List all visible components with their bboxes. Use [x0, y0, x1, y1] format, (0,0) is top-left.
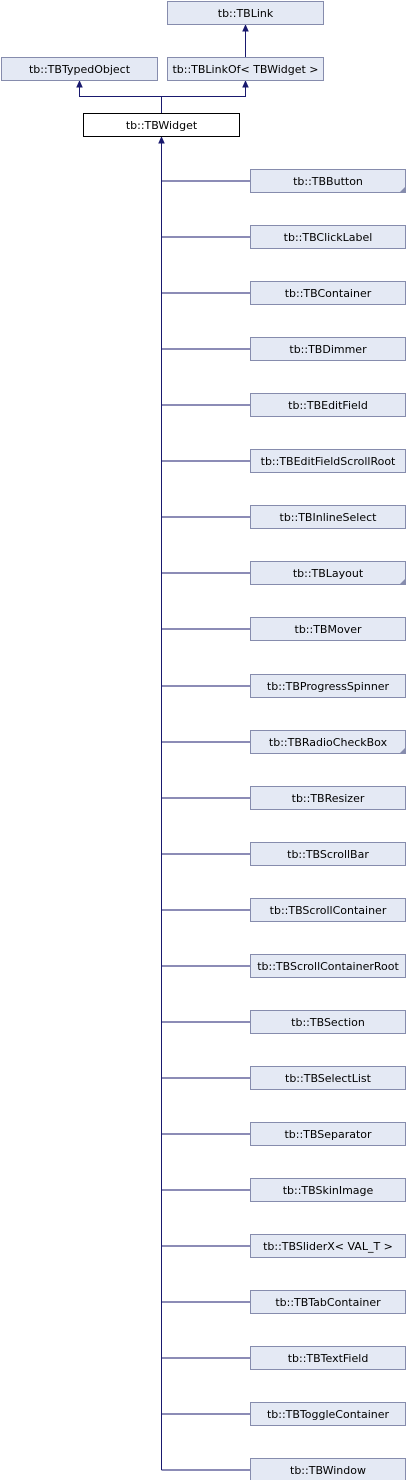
- class-node-tbmover[interactable]: tb::TBMover: [250, 617, 406, 641]
- class-label: tb::TBSection: [291, 1016, 365, 1029]
- class-label: tb::TBRadioCheckBox: [269, 736, 388, 749]
- class-label: tb::TBTabContainer: [275, 1296, 381, 1309]
- class-node-tbinlineselect[interactable]: tb::TBInlineSelect: [250, 505, 406, 529]
- class-node-tbwindow[interactable]: tb::TBWindow: [250, 1458, 406, 1480]
- class-label: tb::TBMover: [295, 623, 362, 636]
- class-label: tb::TBScrollContainerRoot: [257, 960, 399, 973]
- class-label: tb::TBScrollContainer: [270, 904, 387, 917]
- class-box: [250, 786, 406, 810]
- class-label: tb::TBSeparator: [284, 1128, 372, 1141]
- class-box: [250, 337, 406, 361]
- more-children-marker: [399, 186, 406, 193]
- class-box: [250, 449, 406, 473]
- class-node-tbresizer[interactable]: tb::TBResizer: [250, 786, 406, 810]
- class-node-tbscrollcontainer[interactable]: tb::TBScrollContainer: [250, 898, 406, 922]
- class-box: [250, 1458, 406, 1480]
- class-box: [250, 281, 406, 305]
- class-box: [250, 1066, 406, 1090]
- class-box: [250, 505, 406, 529]
- class-node-tbcontainer[interactable]: tb::TBContainer: [250, 281, 406, 305]
- class-label: tb::TBSliderX< VAL_T >: [263, 1240, 393, 1253]
- class-box: [250, 617, 406, 641]
- class-box: [1, 57, 158, 81]
- class-label: tb::TBContainer: [285, 287, 372, 300]
- class-box: [167, 1, 324, 25]
- class-box: [250, 730, 406, 754]
- class-node-tbscrollbar[interactable]: tb::TBScrollBar: [250, 842, 406, 866]
- class-box: [250, 561, 406, 585]
- class-box: [250, 1122, 406, 1146]
- class-node-tbclicklabel[interactable]: tb::TBClickLabel: [250, 225, 406, 249]
- class-node-tbradiocheckbox[interactable]: tb::TBRadioCheckBox: [250, 730, 406, 754]
- class-node-tblayout[interactable]: tb::TBLayout: [250, 561, 406, 585]
- class-box: [250, 954, 406, 978]
- class-node-tbbutton[interactable]: tb::TBButton: [250, 169, 406, 193]
- class-box: [250, 393, 406, 417]
- class-node-tbeditfield[interactable]: tb::TBEditField: [250, 393, 406, 417]
- class-label: tb::TBWidget: [126, 119, 198, 132]
- class-label: tb::TBEditField: [288, 399, 368, 412]
- class-box: [250, 1234, 406, 1258]
- class-label: tb::TBClickLabel: [284, 231, 373, 244]
- class-box: [250, 1402, 406, 1426]
- class-label: tb::TBDimmer: [289, 343, 367, 356]
- class-node-tbtabcontainer[interactable]: tb::TBTabContainer: [250, 1290, 406, 1314]
- class-node-tbeditfieldscrollroot[interactable]: tb::TBEditFieldScrollRoot: [250, 449, 406, 473]
- class-node-tbprogressspinner[interactable]: tb::TBProgressSpinner: [250, 674, 406, 698]
- class-box: [250, 898, 406, 922]
- class-node-tbsliderx[interactable]: tb::TBSliderX< VAL_T >: [250, 1234, 406, 1258]
- class-box: [250, 1290, 406, 1314]
- class-box: [250, 169, 406, 193]
- class-node-tbsection[interactable]: tb::TBSection: [250, 1010, 406, 1034]
- class-node-tbtextfield[interactable]: tb::TBTextField: [250, 1346, 406, 1370]
- class-label: tb::TBResizer: [292, 792, 365, 805]
- class-node-tbseparator[interactable]: tb::TBSeparator: [250, 1122, 406, 1146]
- more-children-marker: [399, 578, 406, 585]
- class-node-tbskinimage[interactable]: tb::TBSkinImage: [250, 1178, 406, 1202]
- class-label: tb::TBToggleContainer: [267, 1408, 390, 1421]
- class-box: [250, 842, 406, 866]
- class-box: [250, 1010, 406, 1034]
- class-box: [250, 1346, 406, 1370]
- edges-layer: [80, 25, 251, 1471]
- class-node-tbdimmer[interactable]: tb::TBDimmer: [250, 337, 406, 361]
- inheritance-edge: [161, 81, 246, 114]
- class-label: tb::TBTextField: [288, 1352, 369, 1365]
- class-label: tb::TBLinkOf< TBWidget >: [172, 63, 318, 76]
- inheritance-edge: [80, 81, 162, 114]
- class-node-tbscrollcontainerroot[interactable]: tb::TBScrollContainerRoot: [250, 954, 406, 978]
- class-node-tbtypedobject[interactable]: tb::TBTypedObject: [1, 57, 158, 81]
- class-label: tb::TBButton: [293, 175, 363, 188]
- class-label: tb::TBLink: [218, 7, 274, 20]
- class-label: tb::TBScrollBar: [287, 848, 369, 861]
- class-node-tblinkof[interactable]: tb::TBLinkOf< TBWidget >: [167, 57, 324, 81]
- class-label: tb::TBSkinImage: [283, 1184, 374, 1197]
- class-box: [250, 225, 406, 249]
- more-children-marker: [399, 747, 406, 754]
- class-box: [250, 674, 406, 698]
- class-label: tb::TBProgressSpinner: [267, 680, 390, 693]
- class-label: tb::TBSelectList: [285, 1072, 372, 1085]
- class-label: tb::TBInlineSelect: [280, 511, 378, 524]
- class-box: [250, 1178, 406, 1202]
- class-label: tb::TBWindow: [290, 1464, 366, 1477]
- class-label: tb::TBTypedObject: [29, 63, 131, 76]
- class-node-tbwidget[interactable]: tb::TBWidget: [83, 113, 240, 137]
- class-box: [167, 57, 324, 81]
- class-label: tb::TBEditFieldScrollRoot: [261, 455, 396, 468]
- class-box: [83, 113, 240, 137]
- class-label: tb::TBLayout: [293, 567, 364, 580]
- class-node-tbselectlist[interactable]: tb::TBSelectList: [250, 1066, 406, 1090]
- class-node-tblink[interactable]: tb::TBLink: [167, 1, 324, 25]
- class-node-tbtogglecontainer[interactable]: tb::TBToggleContainer: [250, 1402, 406, 1426]
